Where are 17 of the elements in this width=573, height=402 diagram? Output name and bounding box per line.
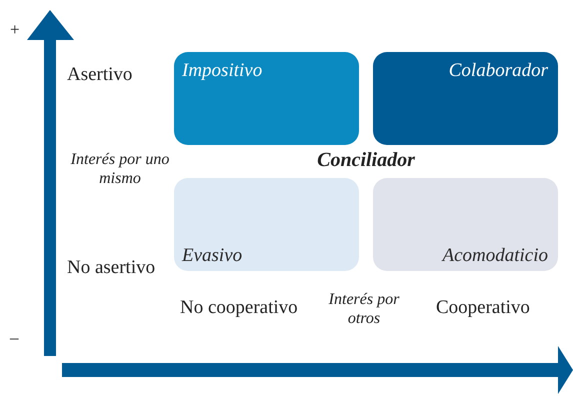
axis-label: Cooperativo xyxy=(436,297,530,320)
quadrant-box xyxy=(373,178,558,271)
quadrant-label: Impositivo xyxy=(182,60,262,82)
quadrant-label: Acomodaticio xyxy=(442,245,548,267)
axis-label: Interés por uno mismo xyxy=(70,150,170,188)
axis-label: Interés por otros xyxy=(328,290,400,328)
quadrant-box xyxy=(174,52,359,145)
axis-label: Conciliador xyxy=(317,148,415,172)
axis-label: Asertivo xyxy=(67,64,132,87)
quadrant-label: Evasivo xyxy=(182,245,242,267)
quadrant-box xyxy=(174,178,359,271)
quadrant-label: Colaborador xyxy=(448,60,548,82)
axis-label: No cooperativo xyxy=(180,297,298,320)
axis-label: No asertivo xyxy=(67,257,156,280)
axis-label: + xyxy=(10,20,20,40)
quadrant-box xyxy=(373,52,558,145)
axis-label: – xyxy=(10,328,18,348)
